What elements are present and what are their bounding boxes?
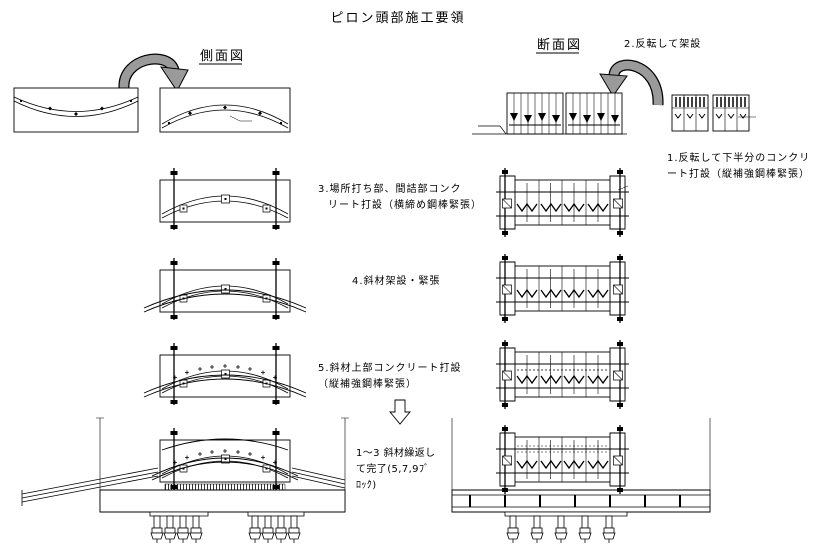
step1-text-line1: 1.反転して下半分のコンクリ (667, 151, 810, 164)
cross-section-label: 断面図 (537, 38, 582, 53)
stay-cables-right (291, 467, 346, 489)
side-view-completed (21, 417, 349, 544)
repeat-text-line3: ﾛｯｸ) (356, 479, 377, 491)
side-view-label: 側面図 (200, 49, 245, 64)
curved-rotate-arrow-icon (599, 59, 664, 106)
section-precast-erected (472, 92, 627, 135)
section-head-step3 (495, 167, 630, 238)
repeat-text-line1: 1～3 斜材繰返し (356, 446, 436, 459)
hollow-down-arrow-icon (389, 399, 411, 425)
precast-block-left (506, 92, 564, 135)
step1-text-line2: ート打設（縦補強鋼棒緊張） (667, 167, 810, 180)
bearing-cap (504, 511, 628, 517)
support-pile (150, 515, 164, 544)
girder-webs (469, 495, 681, 507)
section-head-step4 (495, 253, 630, 324)
box-girder-section (451, 489, 711, 513)
main-girder (99, 489, 346, 513)
arrow-band (609, 60, 663, 106)
support-pile (578, 515, 592, 544)
side-head-step3 (159, 167, 291, 231)
leader-line (617, 185, 629, 191)
support-pile (189, 515, 203, 544)
side-head-step4 (159, 257, 291, 321)
segment-outline (13, 87, 139, 133)
dimension-lines (96, 417, 349, 512)
bearing-caps (149, 511, 305, 517)
arrow-head (599, 73, 628, 97)
segment-arch (161, 104, 289, 129)
step4-text: 4.斜材架設・緊張 (352, 274, 441, 287)
arrow-band (119, 54, 179, 89)
curved-rotate-arrow-icon (118, 53, 189, 92)
side-precast-segment-before-flip (13, 87, 139, 133)
half-block-right (712, 94, 750, 132)
precast-block-right (565, 92, 623, 135)
support-pile (530, 515, 544, 544)
page-title: ピロン頭部施工要領 (330, 10, 465, 26)
vertical-bar-marks-step5 (173, 364, 277, 380)
stay-cables-through-head (151, 438, 299, 481)
support-pile (248, 515, 262, 544)
section-head-step5 (495, 339, 630, 410)
support-pile (287, 515, 301, 544)
step2-text: 2.反転して架設 (624, 37, 701, 50)
base-line-with-leader (472, 125, 627, 135)
stay-cables-step5 (143, 374, 307, 398)
half-block-left (671, 94, 709, 132)
support-pile (602, 515, 616, 544)
stay-cables-step4 (143, 289, 307, 313)
leader-line (229, 115, 252, 122)
stay-cables-left (21, 467, 159, 506)
girder-flanges (452, 494, 710, 508)
support-pile (176, 515, 190, 544)
upper-concrete-lines (517, 445, 607, 453)
arrow-head (159, 66, 189, 92)
support-pile (261, 515, 275, 544)
support-pile (163, 515, 177, 544)
repeat-text-line2: て完了(5,7,9ﾌﾞ (356, 462, 429, 475)
step3-text-line2: リート打設（横締め鋼棒緊張） (328, 198, 482, 211)
side-head-completed (159, 427, 291, 491)
diaphragm-hatch (164, 483, 286, 491)
side-precast-segment-after-flip (159, 87, 291, 133)
vertical-bar-marks (173, 449, 277, 465)
step5-text-line1: 5.斜材上部コンクリート打設 (318, 361, 462, 374)
section-lower-half-cast (671, 94, 756, 132)
segment-arch (13, 96, 139, 117)
support-pile (554, 515, 568, 544)
section-view-completed (451, 418, 711, 544)
section-head-completed (495, 424, 630, 495)
segment-markers (20, 100, 132, 116)
support-pile (274, 515, 288, 544)
support-pile (506, 515, 520, 544)
side-head-step5 (159, 342, 291, 406)
segment-markers (168, 105, 282, 124)
step5-text-line2: （縦補強鋼棒緊張） (318, 377, 417, 390)
step3-text-line1: 3.場所打ち部、間詰部コンク (318, 182, 462, 195)
